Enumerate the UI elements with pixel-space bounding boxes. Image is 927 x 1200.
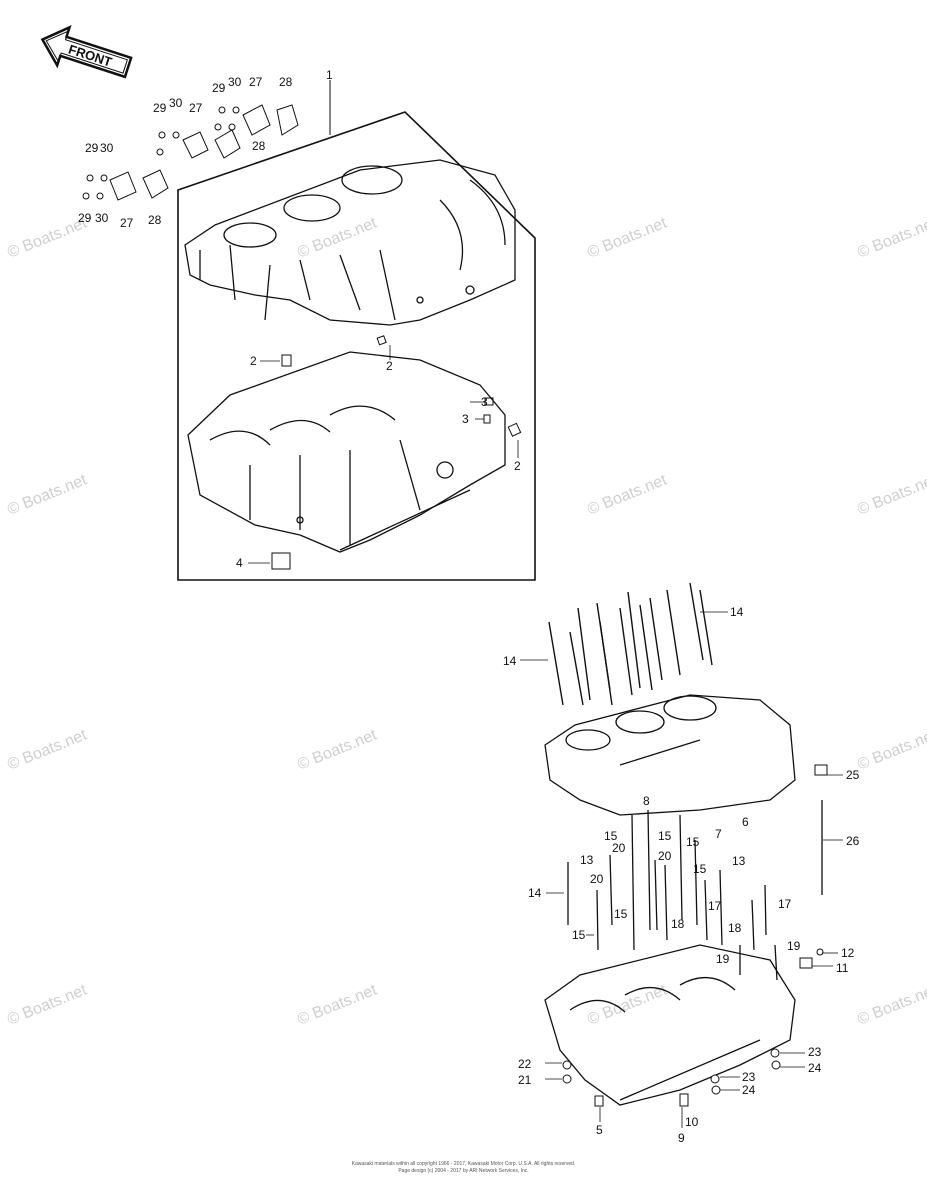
callout-20: 20 bbox=[658, 849, 672, 863]
callout-7: 7 bbox=[715, 827, 722, 841]
page-design-line: Page design (c) 2004 - 2017 by ARI Netwo… bbox=[398, 1168, 529, 1174]
callout-15: 15 bbox=[572, 928, 586, 942]
dowel-pin-icon bbox=[281, 335, 522, 437]
callout-14: 14 bbox=[528, 886, 542, 900]
callout-4: 4 bbox=[236, 556, 243, 570]
callout-13: 13 bbox=[580, 853, 594, 867]
upper-crankcase-lower-view bbox=[544, 694, 796, 816]
callout-30: 30 bbox=[100, 141, 114, 155]
callout-30: 30 bbox=[228, 75, 242, 89]
callout-19: 19 bbox=[787, 939, 801, 953]
small-hardware-icons bbox=[562, 764, 828, 1107]
callout-2: 2 bbox=[250, 354, 257, 368]
watermark: © Boats.net bbox=[5, 981, 90, 1028]
callout-17: 17 bbox=[778, 897, 792, 911]
callout-15: 15 bbox=[658, 829, 672, 843]
callout-27: 27 bbox=[249, 75, 263, 89]
watermark: © Boats.net bbox=[855, 981, 927, 1028]
callout-11: 11 bbox=[836, 961, 849, 975]
bushing-icon bbox=[271, 552, 291, 570]
callout-29: 29 bbox=[153, 101, 167, 115]
watermark: © Boats.net bbox=[295, 981, 380, 1028]
callout-27: 27 bbox=[189, 101, 203, 115]
callout-8: 8 bbox=[643, 794, 650, 808]
callout-17: 17 bbox=[708, 899, 722, 913]
crankcase-bolts-drawing bbox=[567, 800, 823, 981]
callout-26: 26 bbox=[846, 834, 860, 848]
callout-12: 12 bbox=[841, 946, 855, 960]
front-arrow-icon: FRONT bbox=[40, 25, 133, 79]
callout-28: 28 bbox=[279, 75, 293, 89]
callout-1: 1 bbox=[326, 68, 333, 82]
lower-crankcase-lower-view bbox=[544, 944, 796, 1106]
watermark: © Boats.net bbox=[855, 471, 927, 518]
callout-21: 21 bbox=[518, 1073, 532, 1087]
callout-29: 29 bbox=[85, 141, 99, 155]
callout-15: 15 bbox=[686, 835, 700, 849]
callout-23: 23 bbox=[808, 1045, 822, 1059]
callout-20: 20 bbox=[612, 841, 626, 855]
copyright-line: Kawasaki materials within all copyright … bbox=[351, 1161, 576, 1167]
watermark: © Boats.net bbox=[855, 726, 927, 773]
leader-lines bbox=[520, 611, 843, 1128]
callout-3: 3 bbox=[462, 412, 469, 426]
callout-20: 20 bbox=[590, 872, 604, 886]
callout-24: 24 bbox=[742, 1083, 756, 1097]
watermark: © Boats.net bbox=[585, 214, 670, 261]
studs-drawing bbox=[548, 582, 713, 706]
callout-6: 6 bbox=[742, 815, 749, 829]
callout-30: 30 bbox=[169, 96, 183, 110]
callout-28: 28 bbox=[252, 139, 266, 153]
callout-14: 14 bbox=[730, 605, 744, 619]
callout-24: 24 bbox=[808, 1061, 822, 1075]
callout-15: 15 bbox=[693, 862, 707, 876]
callout-14: 14 bbox=[503, 654, 517, 668]
callout-15: 15 bbox=[614, 907, 628, 921]
watermark: © Boats.net bbox=[295, 726, 380, 773]
crankcase-assembly-frame bbox=[177, 111, 536, 581]
callout-29: 29 bbox=[78, 211, 92, 225]
callout-22: 22 bbox=[518, 1057, 532, 1071]
callout-23: 23 bbox=[742, 1070, 756, 1084]
callout-9: 9 bbox=[678, 1131, 685, 1145]
callout-18: 18 bbox=[671, 917, 685, 931]
callout-28: 28 bbox=[148, 213, 162, 227]
callout-3: 3 bbox=[481, 395, 488, 409]
watermark: © Boats.net bbox=[5, 471, 90, 518]
callout-18: 18 bbox=[728, 921, 742, 935]
callout-2: 2 bbox=[514, 459, 521, 473]
breather-cover-icons bbox=[82, 104, 299, 201]
leader-lines bbox=[248, 345, 519, 564]
callout-25: 25 bbox=[846, 768, 860, 782]
lower-crankcase-drawing bbox=[187, 351, 506, 553]
callout-30: 30 bbox=[95, 211, 109, 225]
upper-crankcase-drawing bbox=[184, 159, 516, 326]
callout-15: 15 bbox=[604, 829, 618, 843]
callout-29: 29 bbox=[212, 81, 226, 95]
callout-19: 19 bbox=[716, 952, 730, 966]
watermark: © Boats.net bbox=[5, 726, 90, 773]
callout-5: 5 bbox=[596, 1123, 603, 1137]
callout-10: 10 bbox=[685, 1115, 699, 1129]
watermark: © Boats.net bbox=[585, 471, 670, 518]
callout-13: 13 bbox=[732, 854, 746, 868]
callout-27: 27 bbox=[120, 216, 134, 230]
watermark: © Boats.net bbox=[855, 214, 927, 261]
callout-2: 2 bbox=[386, 359, 393, 373]
